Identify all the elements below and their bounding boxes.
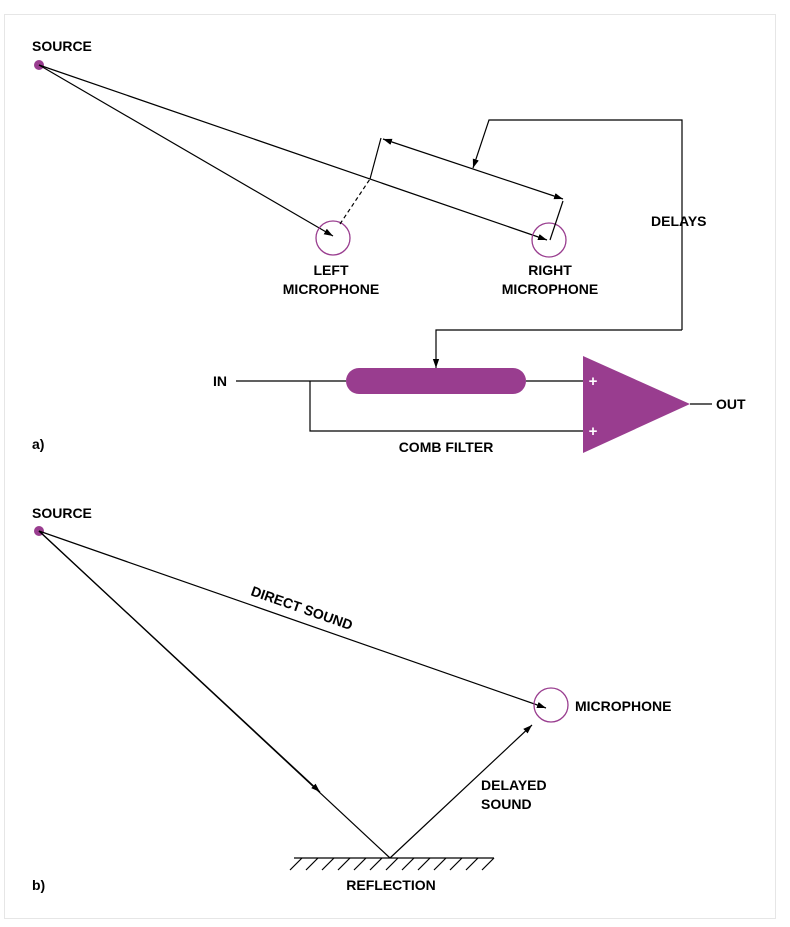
- left-mic-circle: [315, 220, 351, 256]
- microphone-circle: [533, 687, 569, 723]
- panel-a-tag: a): [32, 436, 44, 452]
- path-to-left-mic: [38, 64, 334, 237]
- delay-element: [346, 368, 526, 394]
- direct-sound-label: DIRECT SOUND: [249, 583, 355, 633]
- left-mic-label-1: LEFT: [314, 262, 349, 278]
- delays-control-line: [432, 329, 682, 368]
- delays-label: DELAYS: [651, 213, 707, 229]
- path-to-right-mic: [38, 64, 548, 241]
- right-mic-circle: [531, 222, 567, 258]
- plus-bottom: +: [589, 423, 598, 440]
- reflection-label: REFLECTION: [346, 877, 435, 893]
- right-mic-label-2: MICROPHONE: [502, 281, 598, 297]
- incident-arrow: [38, 530, 321, 793]
- right-extension-line: [549, 200, 564, 241]
- bypass-line: [309, 381, 583, 432]
- path-difference-arrow: [382, 138, 564, 200]
- delayed-label-2: SOUND: [481, 796, 532, 812]
- panel-b: SOURCE DIRECT SOUND MICROPHONE DELAYED S…: [32, 505, 671, 893]
- left-extension-line: [369, 137, 382, 180]
- left-projection-dashed: [339, 178, 371, 225]
- delayed-sound-line: [389, 724, 533, 859]
- comb-filter-label: COMB FILTER: [399, 439, 494, 455]
- source-label: SOURCE: [32, 38, 92, 54]
- delays-feedback-line: [472, 119, 683, 330]
- panel-a: SOURCE DELAYS LEFT MICROPHONE RIGHT MICR…: [32, 38, 746, 455]
- source-label-b: SOURCE: [32, 505, 92, 521]
- out-label: OUT: [716, 396, 746, 412]
- delayed-label-1: DELAYED: [481, 777, 547, 793]
- right-mic-label-1: RIGHT: [528, 262, 572, 278]
- figure-frame: [4, 14, 776, 919]
- direct-sound-line: [38, 530, 547, 709]
- summing-amplifier: [583, 356, 690, 453]
- plus-top: +: [589, 373, 598, 390]
- panel-b-tag: b): [32, 877, 45, 893]
- reflection-surface: [289, 857, 495, 871]
- microphone-label: MICROPHONE: [575, 698, 671, 714]
- in-label: IN: [213, 373, 227, 389]
- left-mic-label-2: MICROPHONE: [283, 281, 379, 297]
